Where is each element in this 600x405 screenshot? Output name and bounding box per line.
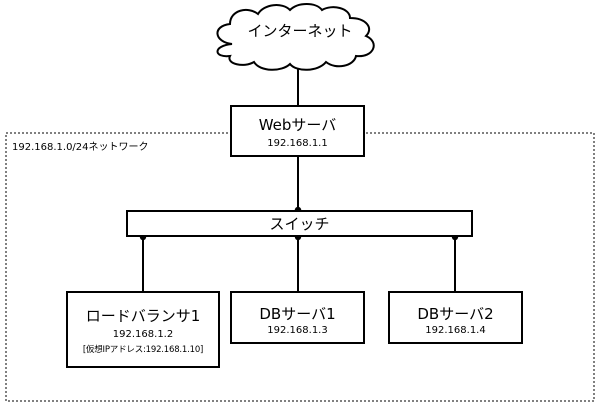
- db-server-2-ip: 192.168.1.4: [425, 325, 486, 336]
- db-server-2-node: DBサーバ2 192.168.1.4: [388, 291, 523, 344]
- load-balancer-node: ロードバランサ1 192.168.1.2 [仮想IPアドレス:192.168.1…: [66, 291, 220, 368]
- db-server-1-ip: 192.168.1.3: [267, 325, 328, 336]
- network-label: 192.168.1.0/24ネットワーク: [12, 142, 149, 153]
- switch-label: スイッチ: [269, 215, 330, 233]
- web-server-ip: 192.168.1.1: [267, 138, 328, 149]
- load-balancer-title: ロードバランサ1: [85, 307, 201, 325]
- load-balancer-virtual-ip: [仮想IPアドレス:192.168.1.10]: [82, 345, 204, 355]
- web-server-node: Webサーバ 192.168.1.1: [230, 105, 365, 157]
- db-server-1-node: DBサーバ1 192.168.1.3: [230, 291, 365, 344]
- db-server-2-title: DBサーバ2: [417, 305, 494, 323]
- db-server-1-title: DBサーバ1: [259, 305, 336, 323]
- cloud-shape: [216, 3, 375, 71]
- switch-node: スイッチ: [126, 210, 473, 237]
- web-server-title: Webサーバ: [258, 116, 337, 134]
- load-balancer-ip: 192.168.1.2: [112, 329, 174, 340]
- internet-label: インターネット: [247, 22, 353, 40]
